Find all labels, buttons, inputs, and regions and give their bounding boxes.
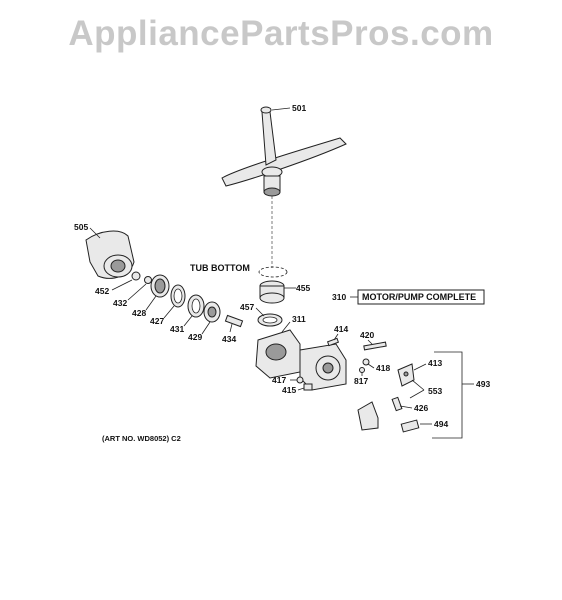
ring-427[interactable] xyxy=(170,284,186,308)
label-429: 429 xyxy=(188,332,202,342)
label-431: 431 xyxy=(170,324,184,334)
screw-414[interactable] xyxy=(326,337,340,347)
kit-bracket-493 xyxy=(432,351,463,439)
part-452[interactable] xyxy=(131,271,141,281)
spray-arm-501[interactable] xyxy=(221,106,347,197)
bolt-434[interactable] xyxy=(224,314,244,328)
label-motor-pump-complete[interactable]: MOTOR/PUMP COMPLETE xyxy=(362,292,476,302)
label-311: 311 xyxy=(292,314,306,324)
leader-line xyxy=(89,227,101,239)
leader-line xyxy=(111,279,133,291)
seal-455[interactable] xyxy=(259,280,285,304)
label-418: 418 xyxy=(376,363,390,373)
label-310: 310 xyxy=(332,292,346,302)
label-553: 553 xyxy=(428,386,442,396)
label-455: 455 xyxy=(296,283,310,293)
leader-line xyxy=(413,363,427,371)
leader-line xyxy=(399,405,413,409)
motor-pump-box xyxy=(357,289,485,305)
label-493: 493 xyxy=(476,379,490,389)
label-432: 432 xyxy=(113,298,127,308)
bracket-413[interactable] xyxy=(397,363,415,387)
art-number: (ART NO. WD8052) C2 xyxy=(102,434,181,443)
label-452: 452 xyxy=(95,286,109,296)
leader-line xyxy=(183,315,193,327)
leader-line xyxy=(409,389,425,399)
impeller-428[interactable] xyxy=(150,274,170,298)
leader-line xyxy=(367,339,373,345)
clamp-457[interactable] xyxy=(257,313,283,327)
leader-line xyxy=(255,307,265,317)
leader-line xyxy=(367,363,375,369)
thermostat-494[interactable] xyxy=(400,419,420,433)
seal-431[interactable] xyxy=(187,294,205,318)
label-415: 415 xyxy=(282,385,296,395)
leader-line xyxy=(271,107,291,111)
switch-426[interactable] xyxy=(357,396,403,431)
impeller-429[interactable] xyxy=(203,301,221,323)
label-434: 434 xyxy=(222,334,236,344)
label-413: 413 xyxy=(428,358,442,368)
leader-line xyxy=(229,323,233,333)
leader-line xyxy=(201,321,211,335)
label-427: 427 xyxy=(150,316,164,326)
label-417: 417 xyxy=(272,375,286,385)
label-501: 501 xyxy=(292,103,306,113)
leader-line xyxy=(333,333,339,341)
screw-420[interactable] xyxy=(363,341,387,351)
label-414: 414 xyxy=(334,324,348,334)
label-tub-bottom: TUB BOTTOM xyxy=(190,263,250,273)
label-505: 505 xyxy=(74,222,88,232)
leader-line xyxy=(411,379,425,391)
label-457: 457 xyxy=(240,302,254,312)
housing-505[interactable] xyxy=(85,230,135,279)
nut-417[interactable] xyxy=(296,376,304,384)
label-817: 817 xyxy=(354,376,368,386)
leader-line xyxy=(163,305,175,319)
tub-bottom-opening xyxy=(258,266,288,278)
label-428: 428 xyxy=(132,308,146,318)
leader-line xyxy=(297,387,305,391)
part-432[interactable] xyxy=(144,276,152,284)
clip-415[interactable] xyxy=(303,383,313,391)
screw-817[interactable] xyxy=(359,367,365,373)
label-420: 420 xyxy=(360,330,374,340)
label-494: 494 xyxy=(434,419,448,429)
leader-line xyxy=(281,321,291,333)
label-426: 426 xyxy=(414,403,428,413)
pump-motor-311[interactable] xyxy=(255,329,347,391)
leader-line xyxy=(127,283,147,301)
leader-line xyxy=(145,295,157,311)
washer-418[interactable] xyxy=(362,358,370,366)
watermark-logo-text: AppliancePartsPros.com xyxy=(68,14,494,53)
